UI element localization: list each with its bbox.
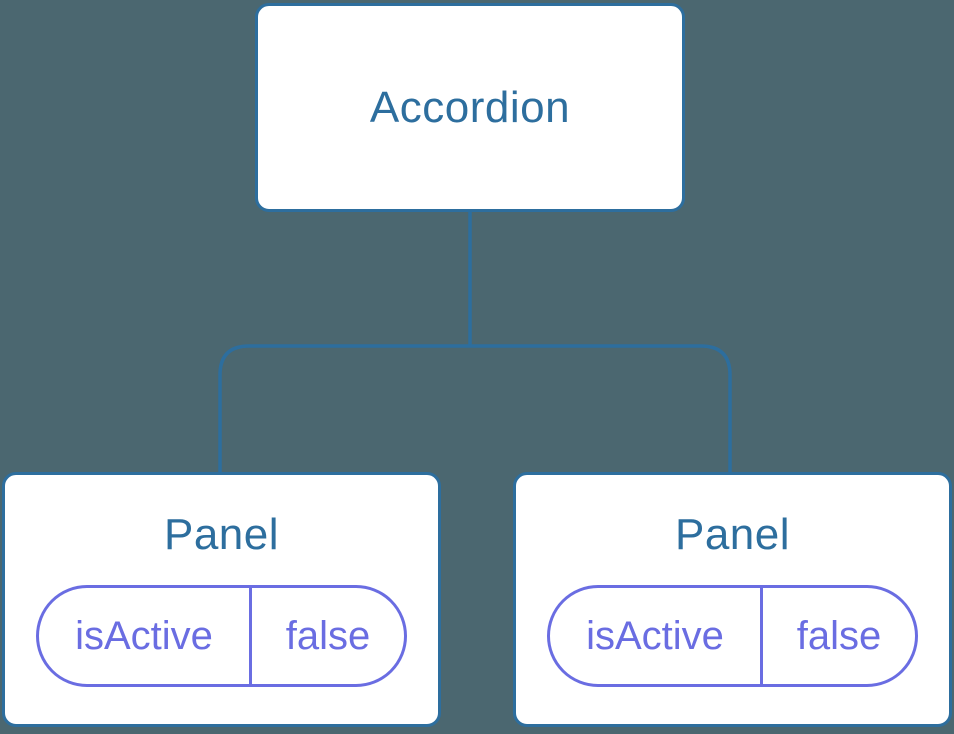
prop-name: isActive (550, 588, 763, 685)
panel-node-label: Panel (163, 510, 280, 559)
tree-node-panel-right: Panel isActive false (513, 472, 952, 727)
prop-value: false (285, 613, 371, 658)
tree-node-panel-left: Panel isActive false (2, 472, 441, 727)
tree-node-accordion: Accordion (255, 3, 685, 212)
prop-value: false (796, 613, 882, 658)
prop-pill: isActive false (547, 585, 918, 688)
panel-node-label: Panel (674, 510, 791, 559)
connector-branch-bracket (218, 344, 732, 473)
prop-pill: isActive false (36, 585, 407, 688)
accordion-node-label: Accordion (369, 82, 571, 132)
prop-name: isActive (39, 588, 252, 685)
